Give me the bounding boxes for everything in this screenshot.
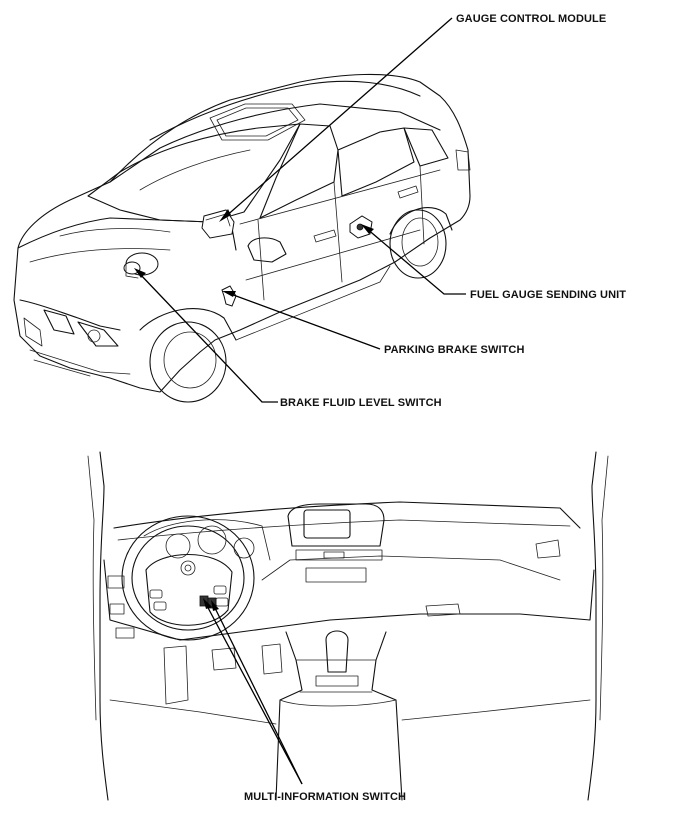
label-brake-fluid-level-switch: BRAKE FLUID LEVEL SWITCH [280, 397, 442, 409]
label-fuel-gauge-sending-unit: FUEL GAUGE SENDING UNIT [470, 289, 626, 301]
label-multi-information-switch: MULTI-INFORMATION SWITCH [244, 791, 406, 803]
leader-lines [134, 17, 466, 785]
vehicle-exterior-illustration [13, 73, 471, 403]
parking-brake-switch-part [221, 285, 237, 307]
fuel-gauge-sending-unit-part [349, 215, 373, 239]
label-gauge-control-module: GAUGE CONTROL MODULE [456, 13, 606, 25]
brake-fluid-reservoir-part [123, 252, 159, 279]
vehicle-interior-illustration [87, 451, 609, 801]
label-parking-brake-switch: PARKING BRAKE SWITCH [384, 344, 525, 356]
